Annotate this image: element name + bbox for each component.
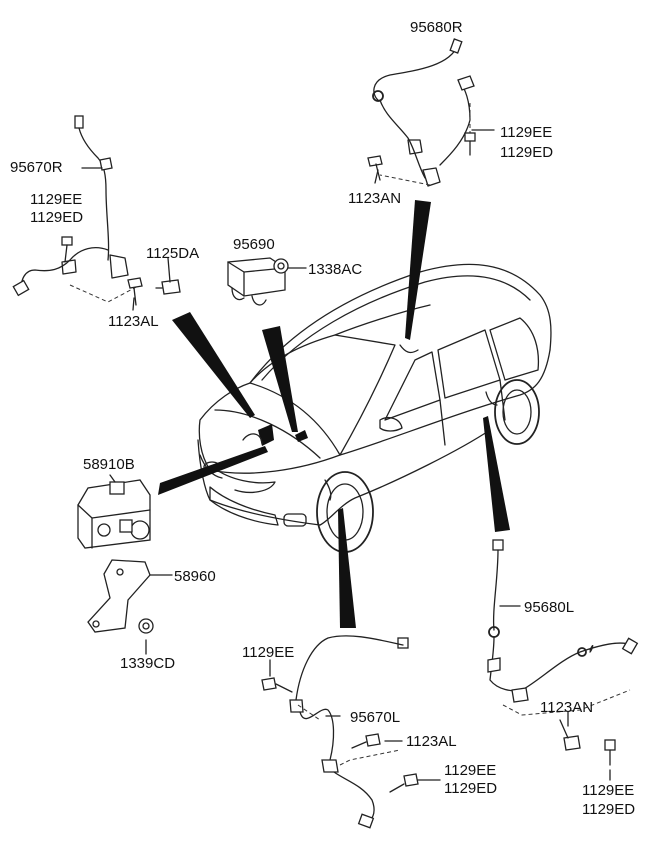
label-95690: 95690 <box>233 236 275 253</box>
callout-wedges <box>158 200 510 628</box>
sensor-95670L <box>289 635 409 829</box>
label-1339CD: 1339CD <box>120 655 175 672</box>
label-1129EE-bottom-left: 1129EE <box>242 644 294 661</box>
bolt-1129EE-right <box>464 132 476 156</box>
label-1129ED-right: 1129ED <box>500 144 553 161</box>
label-1123AL-bottom: 1123AL <box>406 733 457 750</box>
callout-95670R <box>172 312 255 418</box>
bolt-1129EE-bottom-mid <box>389 773 419 793</box>
callout-58910B <box>158 446 268 495</box>
label-1129EE-bottom-mid: 1129EE <box>444 762 496 779</box>
label-1129EE-left: 1129EE <box>30 191 82 208</box>
bolt-1129EE-bottom-right <box>604 739 616 766</box>
callout-95670L <box>338 508 356 628</box>
nut-1338AC <box>273 258 289 274</box>
label-1123AN-right: 1123AN <box>348 190 401 207</box>
bolt-1125DA <box>155 279 181 295</box>
callout-95680L <box>483 416 510 532</box>
label-1338AC: 1338AC <box>308 261 362 278</box>
bolt-1123AL-left <box>127 277 143 306</box>
grommet-1339CD <box>138 618 154 634</box>
bolt-1123AN-right <box>367 155 383 181</box>
label-95670L: 95670L <box>350 709 400 726</box>
sensor-95680L <box>487 539 639 716</box>
label-95670R: 95670R <box>10 159 63 176</box>
part-labels: 95680R 1129EE 1129ED 1123AN 95670R 1129E… <box>10 19 635 818</box>
label-1129EE-right: 1129EE <box>500 124 552 141</box>
module-95690 <box>227 257 286 306</box>
label-1129ED-left: 1129ED <box>30 209 83 226</box>
callout-95680R <box>405 200 431 340</box>
sensor-95680R <box>372 38 475 187</box>
label-1123AN-bottom: 1123AN <box>540 699 593 716</box>
bolt-1129EE-left <box>61 236 73 263</box>
label-1129ED-bottom-mid: 1129ED <box>444 780 497 797</box>
label-1129EE-bottom-right: 1129EE <box>582 782 634 799</box>
bolt-1129EE-bottom-left <box>261 677 293 693</box>
label-58960: 58960 <box>174 568 216 585</box>
label-95680L: 95680L <box>524 599 574 616</box>
label-58910B: 58910B <box>83 456 135 473</box>
bolt-1123AL-bottom <box>351 733 381 749</box>
callout-95690 <box>262 326 298 432</box>
sensor-95670R <box>12 115 141 303</box>
leader-lines <box>81 129 611 781</box>
label-1125DA: 1125DA <box>146 245 199 262</box>
label-95680R: 95680R <box>410 19 463 36</box>
bracket-58960 <box>87 559 151 633</box>
bolt-1123AN-bottom <box>559 719 581 751</box>
label-1123AL-left: 1123AL <box>108 313 159 330</box>
abs-unit-58910B <box>77 479 151 549</box>
label-1129ED-bottom-right: 1129ED <box>582 801 635 818</box>
